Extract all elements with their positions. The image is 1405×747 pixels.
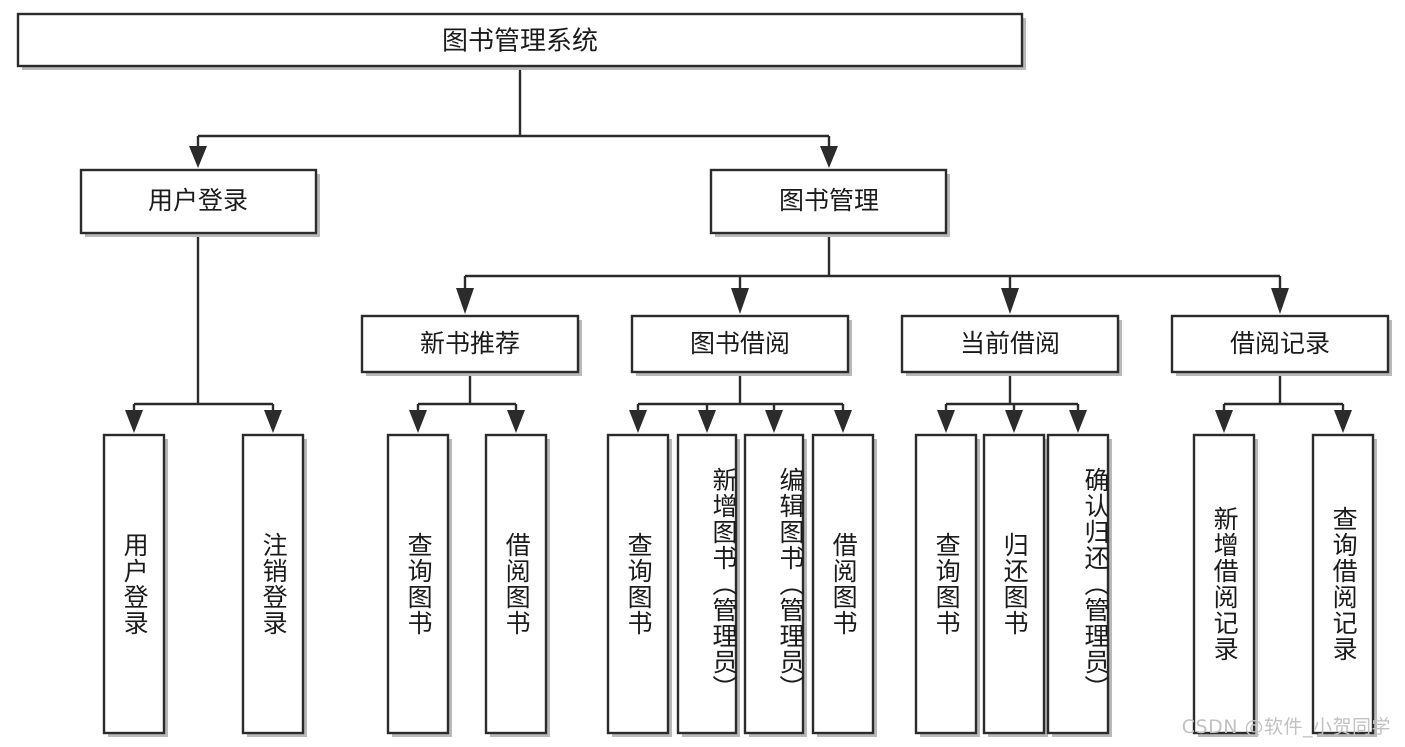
node-borrow-record-label: 借阅记录 [1230,329,1330,358]
node-current-borrow-label: 当前借阅 [960,329,1060,358]
leaf-return-book-box[interactable] [982,433,1046,735]
node-layer: 图书管理系统 用户登录 图书管理 新书推荐 图书借阅 当前借阅 借阅记录 [16,12,1392,737]
node-borrow-record-box[interactable] [1170,314,1390,374]
node-root-box[interactable] [16,12,1024,68]
leaf-add-record-box[interactable] [1192,433,1256,735]
leaf-confirm-return-box[interactable] [1046,433,1110,735]
node-book-borrow-label: 图书借阅 [690,329,790,358]
leaf-query-book-2-box[interactable] [606,433,670,735]
arrow-to-book-mgmt [820,146,838,168]
csdn-watermark: CSDN @软件_小贺同学 [1181,716,1391,738]
node-root-label: 图书管理系统 [442,27,598,57]
arrow-leaf-add-record [1215,410,1233,433]
leaf-query-book-3-box[interactable] [914,433,978,735]
node-user-login-label: 用户登录 [148,186,248,215]
arrow-leaf-return-book [1005,410,1023,433]
arrow-to-borrow-record [1271,288,1289,314]
node-book-mgmt-label: 图书管理 [779,186,879,215]
arrow-leaf-edit-book [765,410,783,433]
leaf-borrow-book-2-box[interactable] [811,433,875,735]
leaf-user-login-box[interactable] [102,433,166,735]
node-user-login-box[interactable] [79,168,318,235]
leaf-logout-login-box[interactable] [241,433,305,735]
arrow-leaf-query-book-1 [409,410,427,433]
arrow-leaf-confirm-return [1069,410,1087,433]
arrow-to-new-book-rec [456,288,474,314]
leaf-add-book-box[interactable] [676,433,738,735]
arrow-leaf-user-login [125,410,143,433]
arrow-leaf-borrow-book-1 [507,410,525,433]
connector-layer [125,66,1352,433]
arrow-leaf-borrow-book-2 [834,410,852,433]
leaf-query-record-box[interactable] [1311,433,1375,735]
node-book-mgmt-box[interactable] [709,168,948,235]
arrow-leaf-query-book-3 [937,410,955,433]
arrow-leaf-query-record [1334,410,1352,433]
arrow-to-user-login [189,146,207,168]
leaf-query-book-1-box[interactable] [386,433,450,735]
arrow-leaf-logout-login [264,410,282,433]
node-new-book-rec-label: 新书推荐 [420,329,520,358]
arrow-to-current-borrow [1001,288,1019,314]
node-book-borrow-box[interactable] [630,314,850,374]
leaf-borrow-book-1-box[interactable] [484,433,548,735]
arrow-leaf-add-book [698,410,716,433]
arrow-to-book-borrow [731,288,749,314]
arrow-leaf-query-book-2 [629,410,647,433]
node-new-book-rec-box[interactable] [360,314,580,374]
leaf-edit-book-box[interactable] [743,433,805,735]
node-current-borrow-box[interactable] [900,314,1120,374]
